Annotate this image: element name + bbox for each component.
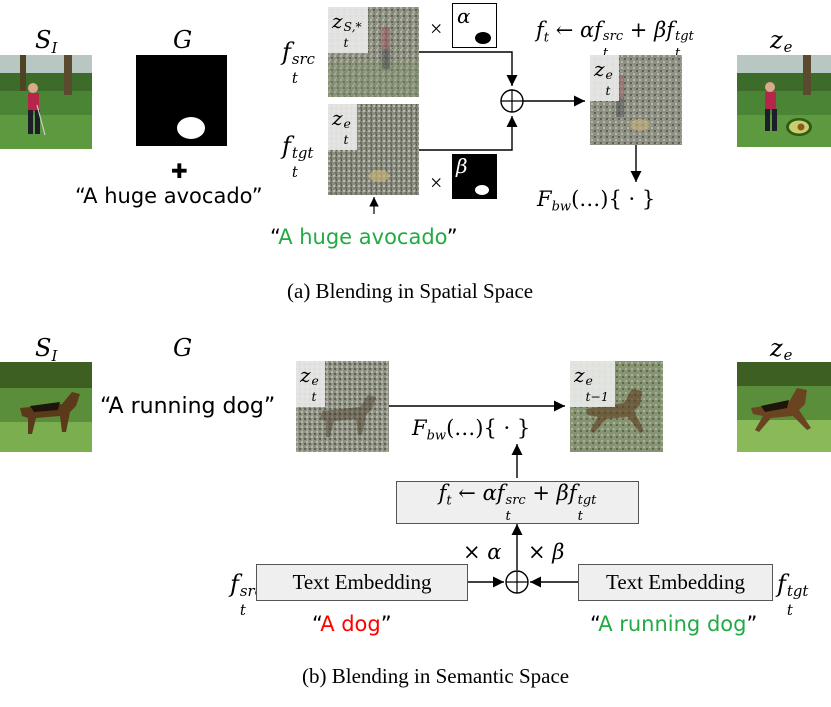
target-prompt-a: “A huge avocado” bbox=[270, 225, 458, 249]
source-image-dog bbox=[0, 362, 92, 452]
plus-icon: ✚ bbox=[171, 159, 188, 183]
guidance-label-b: G bbox=[173, 334, 193, 362]
guidance-mask bbox=[136, 55, 227, 146]
times-beta-b: × β bbox=[528, 540, 565, 564]
backward-function-a: Fbw(…){ · } bbox=[537, 187, 656, 215]
source-image-label-a: SI bbox=[35, 26, 58, 58]
times-beta-a: × bbox=[430, 170, 443, 195]
guidance-prompt-b: “A running dog” bbox=[100, 394, 276, 419]
caption-b: (b) Blending in Semantic Space bbox=[302, 664, 570, 688]
alpha-mask: α bbox=[452, 3, 497, 48]
times-alpha-a: × bbox=[430, 16, 443, 41]
src-to-sum-arrow bbox=[419, 51, 518, 86]
guidance-prompt-a: “A huge avocado” bbox=[75, 184, 263, 208]
output-image-golfer-avocado bbox=[737, 55, 831, 147]
text-embedding-left: Text Embedding bbox=[256, 564, 468, 601]
times-alpha-b: × α bbox=[463, 540, 502, 564]
target-prompt-b: “A running dog” bbox=[590, 612, 758, 636]
source-image-label-b: SI bbox=[35, 334, 58, 366]
text-embedding-right: Text Embedding bbox=[578, 564, 773, 601]
tgt-to-sum-arrow bbox=[419, 116, 518, 151]
output-image-running-dog bbox=[737, 362, 831, 452]
caption-a: (a) Blending in Spatial Space bbox=[287, 279, 534, 303]
source-image-golfer bbox=[0, 55, 92, 149]
guidance-label-a: G bbox=[173, 26, 193, 54]
backward-function-b: Fbw(…){ · } bbox=[412, 416, 531, 444]
beta-mask: β bbox=[452, 154, 497, 199]
source-prompt-b: “A dog” bbox=[312, 612, 392, 636]
